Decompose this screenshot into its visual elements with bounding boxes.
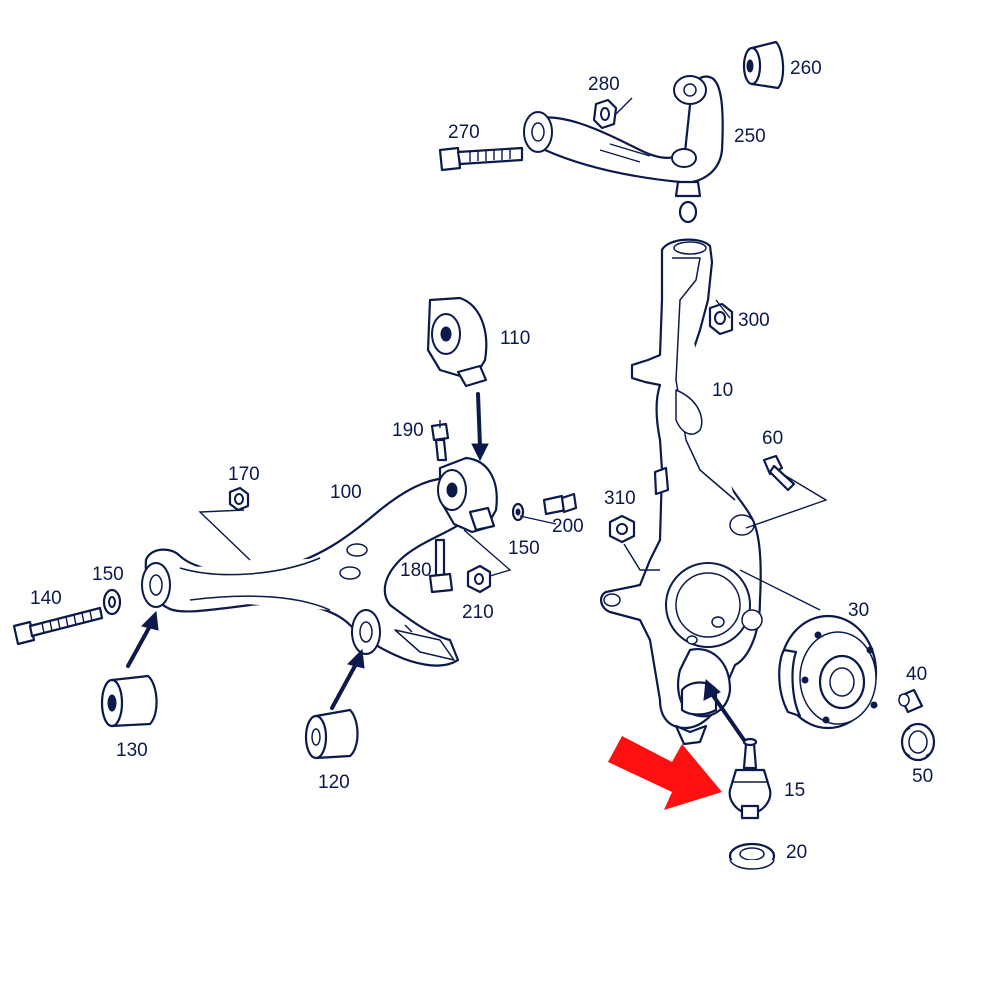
bolt-60 bbox=[762, 454, 796, 492]
callout-280: 280 bbox=[588, 74, 620, 95]
callout-10: 10 bbox=[712, 380, 733, 401]
bushing-bracket-mounted bbox=[437, 456, 498, 534]
bushing-130 bbox=[100, 674, 158, 728]
callout-250: 250 bbox=[734, 126, 766, 147]
callout-60: 60 bbox=[762, 428, 783, 449]
callout-260: 260 bbox=[790, 58, 822, 79]
callout-50: 50 bbox=[912, 766, 933, 787]
bolt-140 bbox=[12, 606, 104, 646]
callout-15: 15 bbox=[784, 780, 805, 801]
dust-boot-20 bbox=[728, 842, 776, 870]
callout-210: 210 bbox=[462, 602, 494, 623]
highlight-arrow bbox=[608, 736, 722, 810]
stud-40 bbox=[898, 688, 924, 714]
assembly-arrows bbox=[126, 392, 746, 742]
callout-140: 140 bbox=[30, 588, 62, 609]
callout-120: 120 bbox=[318, 772, 350, 793]
nut-50 bbox=[900, 722, 936, 762]
callout-30: 30 bbox=[848, 600, 869, 621]
bolt-180 bbox=[428, 538, 454, 594]
callout-180: 180 bbox=[400, 560, 432, 581]
bolt-190 bbox=[430, 422, 450, 462]
callout-100: 100 bbox=[330, 482, 362, 503]
nut-210 bbox=[466, 564, 492, 594]
washer-150-left bbox=[102, 588, 122, 616]
nut-300 bbox=[708, 302, 734, 336]
nut-280 bbox=[592, 98, 618, 130]
callout-40: 40 bbox=[906, 664, 927, 685]
washer-150-right bbox=[511, 502, 525, 522]
bushing-260 bbox=[742, 40, 785, 90]
upper-control-arm bbox=[523, 75, 724, 224]
bolt-200 bbox=[542, 492, 578, 516]
callout-270: 270 bbox=[448, 122, 480, 143]
callout-130: 130 bbox=[116, 740, 148, 761]
callout-310: 310 bbox=[604, 488, 636, 509]
callout-110: 110 bbox=[500, 328, 530, 349]
ball-joint-15 bbox=[728, 737, 772, 820]
callout-170: 170 bbox=[228, 464, 260, 485]
callout-20: 20 bbox=[786, 842, 807, 863]
callout-200: 200 bbox=[552, 516, 584, 537]
bushing-bracket-110 bbox=[426, 296, 488, 388]
bolt-270 bbox=[438, 146, 524, 172]
callout-150-right: 150 bbox=[508, 538, 540, 559]
nut-310 bbox=[608, 514, 636, 544]
lower-control-arm bbox=[141, 476, 475, 667]
wheel-hub-30 bbox=[778, 614, 878, 730]
callout-labels: 10 15 20 30 40 50 60 100 110 120 130 140… bbox=[30, 58, 933, 863]
callout-150-left: 150 bbox=[92, 564, 124, 585]
callout-190: 190 bbox=[392, 420, 424, 441]
callout-300: 300 bbox=[738, 310, 770, 331]
bushing-120 bbox=[304, 708, 359, 760]
leader-lines bbox=[198, 97, 828, 611]
nut-170 bbox=[228, 486, 250, 512]
